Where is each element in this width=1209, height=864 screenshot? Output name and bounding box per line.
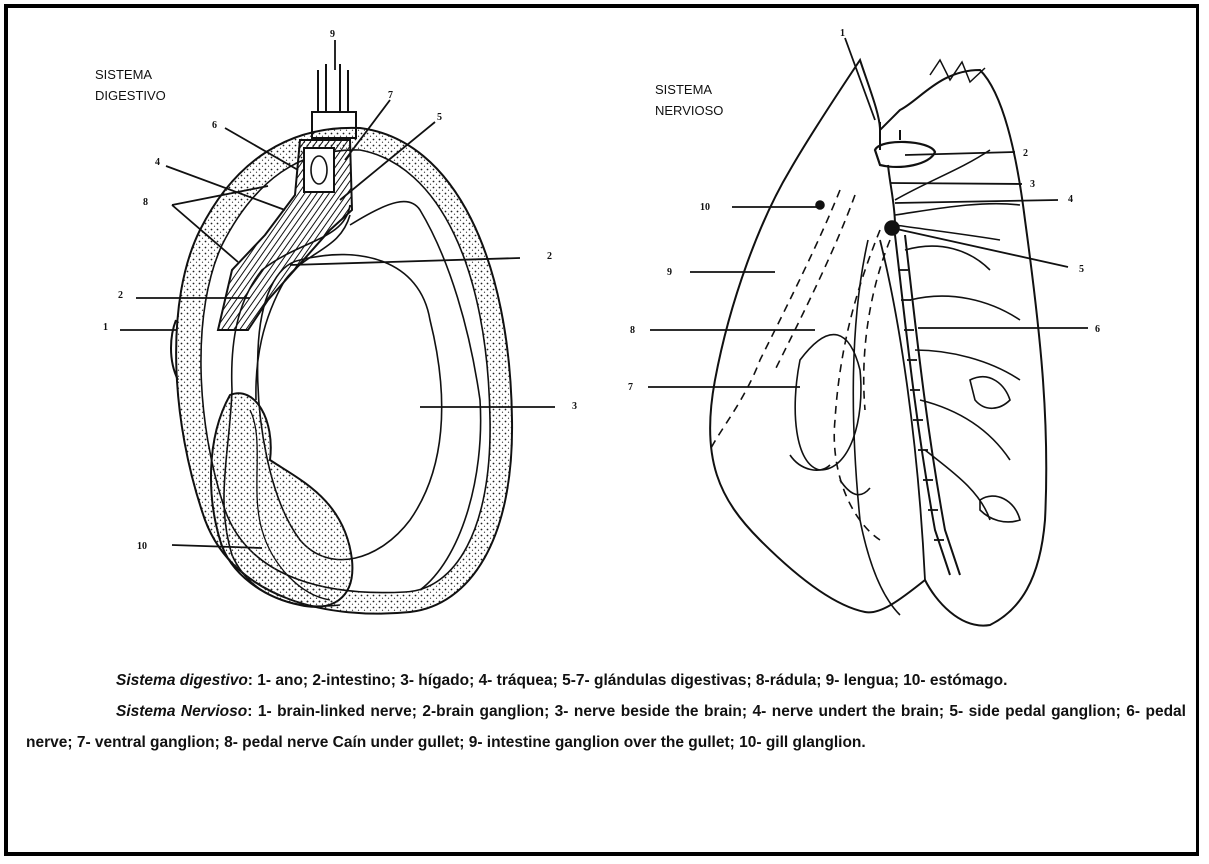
nervous-label-3: 3 — [1030, 179, 1035, 190]
nervous-label-8: 8 — [630, 325, 635, 336]
nervous-label-7: 7 — [628, 382, 633, 393]
digestive-title-line1: SISTEMA — [95, 67, 152, 82]
digestive-label-10: 10 — [137, 541, 147, 552]
digestive-label-5: 5 — [437, 112, 442, 123]
digestive-label-7: 7 — [388, 90, 393, 101]
caption-nervous: Sistema Nervioso: 1- brain-linked nerve;… — [26, 696, 1186, 758]
digestive-label-4: 4 — [155, 157, 160, 168]
nervous-ventral-ganglion — [795, 335, 861, 470]
nervous-label-1: 1 — [840, 28, 845, 39]
nervous-title-line1: SISTEMA — [655, 82, 712, 97]
nervous-title-line2: NERVIOSO — [655, 103, 723, 118]
anatomy-figure: SISTEMA DIGESTIVO 9 7 5 6 4 8 2 2 1 3 10 — [0, 0, 1209, 660]
digestive-label-8: 8 — [143, 197, 148, 208]
digestive-title-line2: DIGESTIVO — [95, 88, 166, 103]
nervous-label-2: 2 — [1023, 148, 1028, 159]
digestive-label-6: 6 — [212, 120, 217, 131]
nervous-label-10: 10 — [700, 202, 710, 213]
digestive-label-1: 1 — [103, 322, 108, 333]
nervous-label-5: 5 — [1079, 264, 1084, 275]
caption-digestive-text: : 1- ano; 2-intestino; 3- hígado; 4- trá… — [248, 672, 1008, 689]
nervous-connectives — [710, 190, 855, 450]
nervous-diagram — [648, 38, 1088, 626]
figure-caption: Sistema digestivo: 1- ano; 2-intestino; … — [26, 665, 1186, 758]
caption-nervous-term: Sistema Nervioso — [116, 703, 247, 720]
digestive-label-2-left: 2 — [118, 290, 123, 301]
digestive-label-9: 9 — [330, 29, 335, 40]
nervous-outer-body — [710, 60, 1046, 626]
nervous-leader-lines — [648, 38, 1088, 387]
nervous-label-4: 4 — [1068, 194, 1073, 205]
nervous-label-9: 9 — [667, 267, 672, 278]
nervous-pedal-nerve — [895, 235, 960, 575]
caption-digestive-term: Sistema digestivo — [116, 672, 248, 689]
caption-digestive: Sistema digestivo: 1- ano; 2-intestino; … — [26, 665, 1186, 696]
digestive-label-2-right: 2 — [547, 251, 552, 262]
digestive-diagram — [120, 40, 555, 614]
digestive-label-3: 3 — [572, 401, 577, 412]
nervous-label-6: 6 — [1095, 324, 1100, 335]
nervous-branches — [895, 150, 1020, 520]
